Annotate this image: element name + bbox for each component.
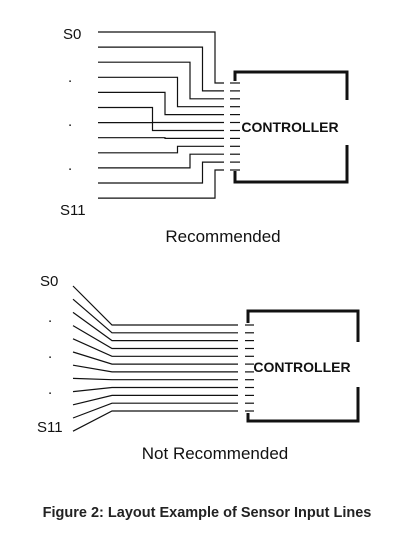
not-recommended-dot-3: . [48, 381, 52, 398]
recommended-caption: Recommended [165, 227, 280, 246]
recommended-wires [98, 31, 230, 199]
not-recommended-wire [72, 364, 245, 373]
not-recommended-label-s0: S0 [40, 273, 58, 290]
recommended-wire [98, 106, 230, 124]
not-recommended-wire [72, 377, 245, 381]
recommended-wire [98, 161, 230, 184]
recommended-dot-3: . [68, 157, 72, 174]
not-recommended-wire [72, 285, 245, 326]
not-recommended-wire [72, 386, 245, 393]
recommended-wire [98, 91, 230, 116]
not-recommended-wire [72, 325, 245, 350]
recommended-pin-stubs [230, 82, 240, 171]
recommended-wire [98, 145, 230, 154]
not-recommended-wire [72, 338, 245, 357]
recommended-wire [98, 153, 230, 169]
not-recommended-wire [72, 311, 245, 342]
not-recommended-dot-1: . [48, 309, 52, 326]
recommended-label-s11: S11 [60, 202, 86, 219]
recommended-wire [98, 46, 230, 92]
recommended-wire [98, 169, 230, 199]
not-recommended-pin-stubs [245, 324, 254, 412]
not-recommended-caption: Not Recommended [142, 444, 288, 463]
not-recommended-wire [72, 351, 245, 365]
recommended-wire [98, 76, 230, 108]
recommended-wire [98, 61, 230, 100]
not-recommended-controller-label: CONTROLLER [253, 359, 350, 375]
recommended-wire [98, 122, 230, 132]
recommended-controller-label: CONTROLLER [241, 119, 338, 135]
not-recommended-label-s11: S11 [37, 419, 63, 436]
not-recommended-wire [72, 410, 245, 432]
recommended-wire [98, 31, 230, 84]
recommended-dot-2: . [68, 113, 72, 130]
not-recommended-wire [72, 402, 245, 419]
not-recommended-wire [72, 394, 245, 406]
not-recommended-wire [72, 298, 245, 334]
recommended-dot-1: . [68, 69, 72, 86]
recommended-wire [98, 137, 230, 139]
not-recommended-dot-2: . [48, 345, 52, 362]
not-recommended-diagram: CONTROLLER S0 . . . S11 Not Recommended [37, 273, 362, 463]
recommended-diagram: CONTROLLER S0 . . . S11 Recommended [60, 26, 351, 246]
recommended-label-s0: S0 [63, 26, 81, 43]
figure-caption: Figure 2: Layout Example of Sensor Input… [43, 505, 372, 521]
not-recommended-wires [72, 285, 245, 432]
